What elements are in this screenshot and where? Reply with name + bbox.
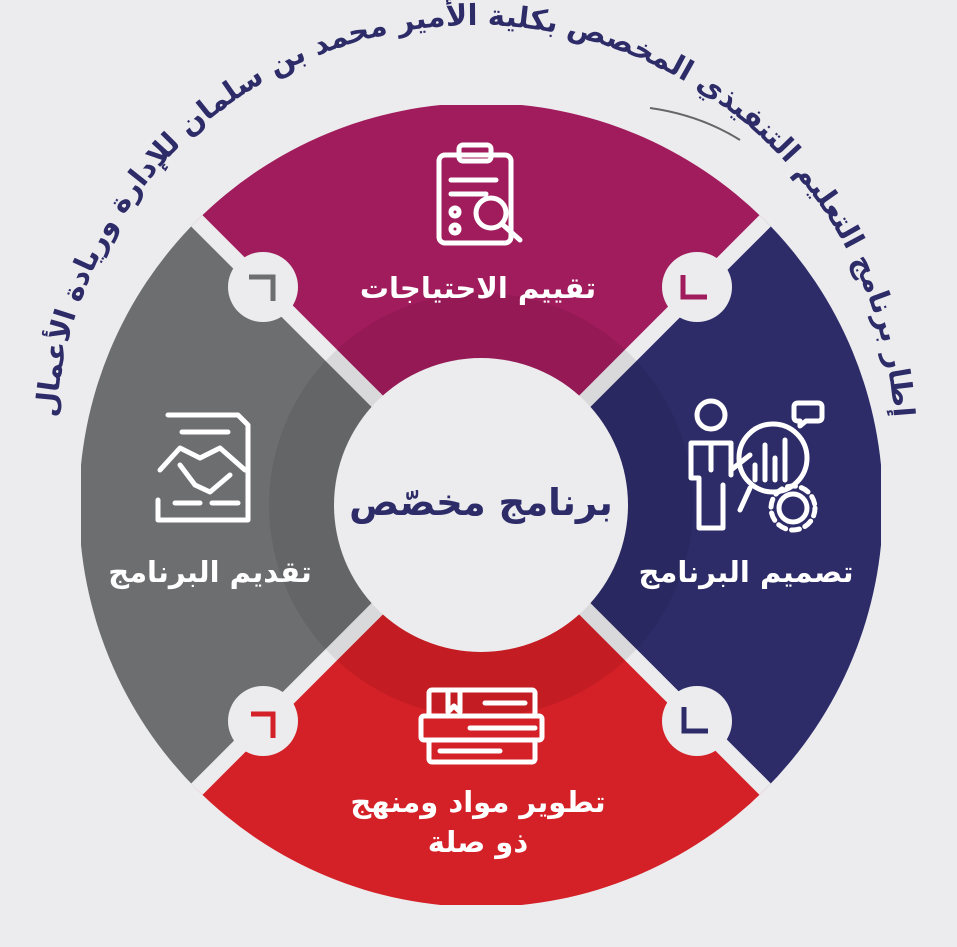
center-label: برنامج مخصّص	[349, 481, 613, 524]
segment-left	[81, 105, 481, 905]
label-materials-line2: ذو صلة	[428, 825, 528, 859]
label-program-delivery: تقديم البرنامج	[108, 555, 312, 589]
handshake-document-icon	[155, 412, 251, 523]
title-swoosh	[649, 107, 741, 141]
corner-badge-top-left	[228, 252, 298, 322]
corner-badge-bottom-left	[228, 686, 298, 756]
corner-badge-bottom-right	[662, 686, 732, 756]
label-materials-line1: تطوير مواد ومنهج	[350, 785, 605, 819]
segment-top	[81, 105, 881, 505]
books-icon	[418, 687, 545, 765]
segment-right	[481, 105, 881, 905]
segment-bottom	[81, 505, 881, 905]
corner-badge-top-right	[662, 252, 732, 322]
label-program-design: تصميم البرنامج	[639, 555, 854, 589]
label-needs-assessment: تقييم الاحتياجات	[360, 271, 596, 305]
clipboard-search-icon	[436, 142, 523, 246]
presenter-chart-icon	[688, 398, 825, 533]
center-circle	[334, 358, 628, 652]
